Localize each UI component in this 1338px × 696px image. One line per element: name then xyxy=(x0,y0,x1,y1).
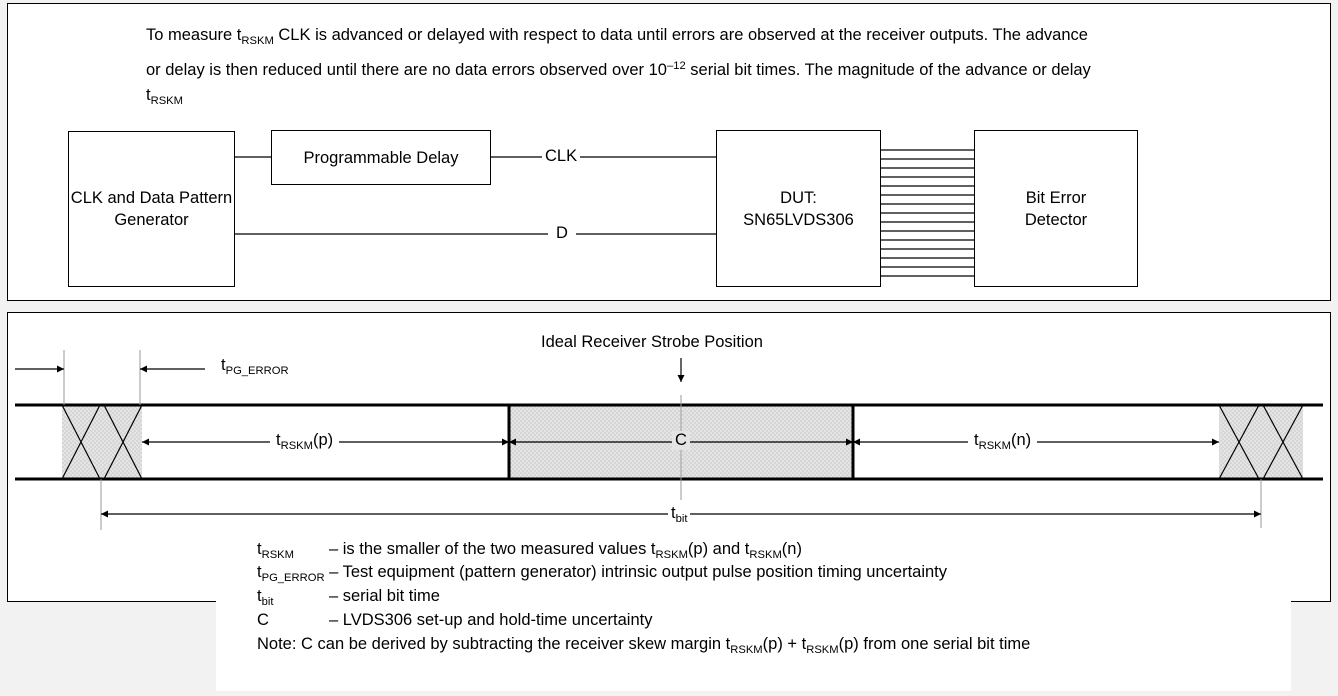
legend-row-pg-error: tPG_ERROR – Test equipment (pattern gene… xyxy=(257,563,948,584)
left-crossover-shading xyxy=(62,406,142,479)
legend-desc-subscript: RSKM xyxy=(655,548,688,561)
legend-term-subscript: RSKM xyxy=(261,548,295,561)
pg-error-label: tPG_ERROR xyxy=(221,356,289,377)
left-crossovers xyxy=(61,404,143,480)
output-bus xyxy=(880,149,975,277)
rskm-p-subscript: RSKM xyxy=(280,439,314,452)
data-signal-label: D xyxy=(548,224,576,243)
legend-desc: – LVDS306 set-up and hold-time uncertain… xyxy=(329,611,653,629)
programmable-delay-block: Programmable Delay xyxy=(271,130,491,185)
intro-line-2: or delay is then reduced until there are… xyxy=(146,57,1091,84)
bit-error-detector-label: Bit Error Detector xyxy=(1024,188,1088,229)
bit-error-detector-block: Bit Error Detector xyxy=(974,130,1138,287)
legend-term-subscript: bit xyxy=(261,595,274,608)
legend-note-text: Note: C can be derived by subtracting th… xyxy=(257,635,731,653)
legend-note: Note: C can be derived by subtracting th… xyxy=(257,635,1031,656)
legend-row-rskm: tRSKM– is the smaller of the two measure… xyxy=(257,540,802,561)
right-crossover-shading xyxy=(1219,406,1303,479)
dut-label-line-1: DUT: xyxy=(780,188,817,207)
right-crossovers xyxy=(1218,404,1304,480)
intro-text-part: serial bit times. The magnitude of the a… xyxy=(685,61,1091,79)
legend-note-subscript: RSKM xyxy=(806,643,839,656)
legend-term: tRSKM xyxy=(257,540,329,561)
legend-desc: – Test equipment (pattern generator) int… xyxy=(324,563,948,581)
legend-note-text: (p) + t xyxy=(762,635,807,653)
legend-desc: (p) and t xyxy=(687,540,750,558)
legend-term-t: t xyxy=(257,587,262,605)
legend-note-subscript: RSKM xyxy=(730,643,763,656)
intro-text-part: t xyxy=(146,86,151,104)
intro-subscript: RSKM xyxy=(241,34,274,47)
rskm-n-suffix: (n) xyxy=(1011,431,1032,449)
legend-desc: – serial bit time xyxy=(329,587,440,605)
clk-signal-label: CLK xyxy=(542,147,581,166)
legend-desc: – is the smaller of the two measured val… xyxy=(329,540,656,558)
dut-label-line-2: SN65LVDS306 xyxy=(743,210,854,229)
rskm-p-label: tRSKM(p) xyxy=(270,431,340,452)
legend-term-subscript: PG_ERROR xyxy=(261,571,325,584)
pg-error-subscript: PG_ERROR xyxy=(225,364,289,377)
legend-row-tbit: tbit– serial bit time xyxy=(257,587,440,608)
dut-block: DUT: SN65LVDS306 xyxy=(716,130,881,287)
legend-term-t: t xyxy=(257,563,262,581)
rskm-p-t: t xyxy=(276,431,281,449)
strobe-position-label: Ideal Receiver Strobe Position xyxy=(541,333,763,351)
intro-line-3: tRSKM xyxy=(146,82,183,109)
tbit-label: tbit xyxy=(668,504,691,525)
programmable-delay-label: Programmable Delay xyxy=(303,148,459,167)
rskm-p-suffix: (p) xyxy=(313,431,334,449)
legend-desc: (n) xyxy=(781,540,802,558)
legend-term: tbit xyxy=(257,587,329,608)
legend-desc-subscript: RSKM xyxy=(749,548,782,561)
legend-note-text: (p) from one serial bit time xyxy=(838,635,1031,653)
intro-text-part: or delay is then reduced until there are… xyxy=(146,61,667,79)
intro-subscript: RSKM xyxy=(150,94,184,107)
intro-text-part: To measure t xyxy=(146,26,242,44)
pg-error-t: t xyxy=(221,356,226,374)
legend-term: C xyxy=(257,611,269,629)
pattern-generator-label: CLK and Data Pattern Generator xyxy=(70,189,233,229)
intro-text-part: CLK is advanced or delayed with respect … xyxy=(273,26,1088,44)
pattern-generator-block: CLK and Data Pattern Generator xyxy=(68,131,235,287)
legend-box: tRSKM– is the smaller of the two measure… xyxy=(216,528,1291,691)
c-label: C xyxy=(672,431,690,450)
tbit-subscript: bit xyxy=(675,512,688,525)
legend-term-t: t xyxy=(257,540,262,558)
rskm-n-t: t xyxy=(974,431,979,449)
rskm-n-label: tRSKM(n) xyxy=(968,431,1038,452)
intro-superscript: –12 xyxy=(666,59,686,72)
tbit-t: t xyxy=(671,504,676,522)
rskm-n-subscript: RSKM xyxy=(978,439,1012,452)
intro-line-1: To measure tRSKM CLK is advanced or dela… xyxy=(146,22,1088,49)
legend-row-c: C – LVDS306 set-up and hold-time uncertai… xyxy=(257,611,652,630)
